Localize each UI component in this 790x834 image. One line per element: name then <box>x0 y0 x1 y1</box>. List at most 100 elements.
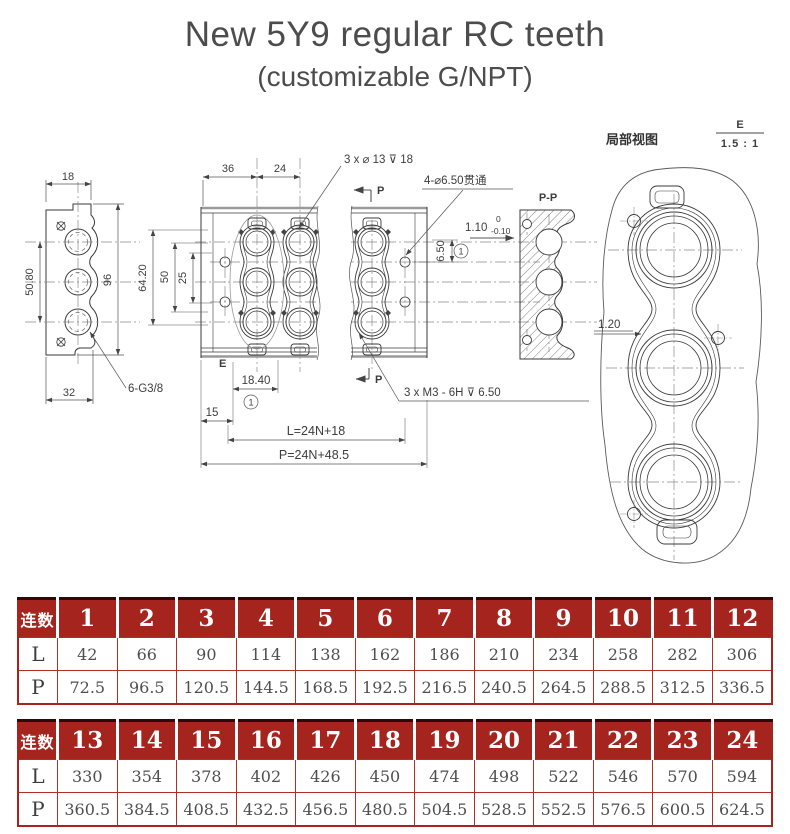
value-cell: 162 <box>354 637 416 671</box>
mount-hole-icon <box>56 221 66 347</box>
value-cell: 570 <box>652 759 713 793</box>
value-cell: 288.5 <box>592 670 654 705</box>
corner-header: 连数 <box>18 598 58 638</box>
corner-header: 连数 <box>18 720 58 760</box>
value-cell: 456.5 <box>295 792 356 827</box>
valve-stations <box>219 214 411 356</box>
row-label: L <box>17 759 58 793</box>
column-header: 6 <box>353 598 415 638</box>
dimensions <box>37 165 589 468</box>
value-cell: 72.5 <box>57 670 118 705</box>
value-cell: 144.5 <box>235 670 297 705</box>
value-cell: 96.5 <box>116 670 178 705</box>
detail-view-mark: E <box>736 119 743 131</box>
column-header: 24 <box>710 720 772 760</box>
value-cell: 138 <box>295 637 356 671</box>
column-header: 21 <box>532 720 594 760</box>
value-cell: 522 <box>533 759 594 793</box>
dim-36: 36 <box>222 163 234 175</box>
dim-64-20: 64.20 <box>137 264 149 292</box>
column-header: 4 <box>234 598 296 638</box>
detail-e-boundary <box>229 214 285 350</box>
dim-24: 24 <box>274 163 286 175</box>
value-cell: 594 <box>711 759 773 793</box>
value-cell: 402 <box>235 759 297 793</box>
section-arrow-label-bottom: P <box>375 374 382 386</box>
dim-96: 96 <box>102 274 114 286</box>
thread-note: 6-G3/8 <box>128 383 163 395</box>
value-cell: 42 <box>57 637 118 671</box>
station-column <box>238 217 276 356</box>
value-cell: 120.5 <box>176 670 237 705</box>
tolerance-lower: -0.10 <box>491 226 511 236</box>
tap-note: 3 x M3 - 6H ⊽ 6.50 <box>404 387 501 399</box>
drawing-labels: 18 50.80 96 32 6-G3/8 64.20 50 25 36 24 … <box>24 119 759 462</box>
value-cell: 258 <box>592 637 654 671</box>
column-header: 3 <box>175 598 237 638</box>
value-cell: 528.5 <box>473 792 535 827</box>
dim-6-50: 6.50 <box>435 240 447 261</box>
station-column <box>353 217 391 356</box>
column-header: 15 <box>175 720 237 760</box>
value-cell: 432.5 <box>235 792 297 827</box>
row-label: P <box>17 792 58 827</box>
column-header: 1 <box>56 598 118 638</box>
dim-32: 32 <box>63 387 75 399</box>
value-cell: 378 <box>176 759 237 793</box>
value-cell: 186 <box>414 637 475 671</box>
dim-25: 25 <box>177 272 189 284</box>
page-header: New 5Y9 regular RC teeth (customizable G… <box>0 0 790 106</box>
row-label: P <box>17 670 58 705</box>
station-column <box>281 217 319 356</box>
through-holes <box>219 256 411 308</box>
column-header: 10 <box>591 598 653 638</box>
value-cell: 504.5 <box>414 792 475 827</box>
column-header: 8 <box>472 598 534 638</box>
dim-1-20: 1.20 <box>598 319 620 331</box>
dim-18-40: 18.40 <box>242 375 271 387</box>
value-cell: 552.5 <box>533 792 594 827</box>
pitch-formula: P=24N+48.5 <box>279 448 349 462</box>
section-view-pp: P-P <box>519 192 575 360</box>
column-header: 2 <box>115 598 177 638</box>
column-header: 9 <box>532 598 594 638</box>
row-label: L <box>17 637 58 671</box>
column-header: 16 <box>234 720 296 760</box>
column-header: 20 <box>472 720 534 760</box>
centerlines <box>25 158 744 560</box>
value-cell: 360.5 <box>57 792 118 827</box>
value-cell: 624.5 <box>711 792 773 827</box>
detail-view-scale: 1.5 : 1 <box>721 138 759 150</box>
column-header: 12 <box>710 598 772 638</box>
value-cell: 66 <box>116 637 178 671</box>
value-cell: 426 <box>295 759 356 793</box>
value-cell: 114 <box>235 637 297 671</box>
column-header: 18 <box>353 720 415 760</box>
detail-mark-e: E <box>219 358 226 370</box>
value-cell: 600.5 <box>652 792 713 827</box>
value-cell: 408.5 <box>176 792 237 827</box>
section-label: P-P <box>539 192 557 204</box>
value-cell: 216.5 <box>414 670 475 705</box>
detail-view-title: 局部视图 <box>606 132 658 147</box>
value-cell: 90 <box>176 637 237 671</box>
value-cell: 210 <box>473 637 535 671</box>
page-subtitle: (customizable G/NPT) <box>257 61 533 92</box>
value-cell: 240.5 <box>473 670 535 705</box>
technical-drawing: P-P <box>24 119 764 564</box>
value-cell: 330 <box>57 759 118 793</box>
counterbore-note: 3 x ⌀ 13 ⊽ 18 <box>344 154 413 166</box>
balloon-1: 1 <box>458 247 463 257</box>
value-cell: 576.5 <box>592 792 654 827</box>
value-cell: 474 <box>414 759 475 793</box>
detail-view-e <box>594 132 764 564</box>
